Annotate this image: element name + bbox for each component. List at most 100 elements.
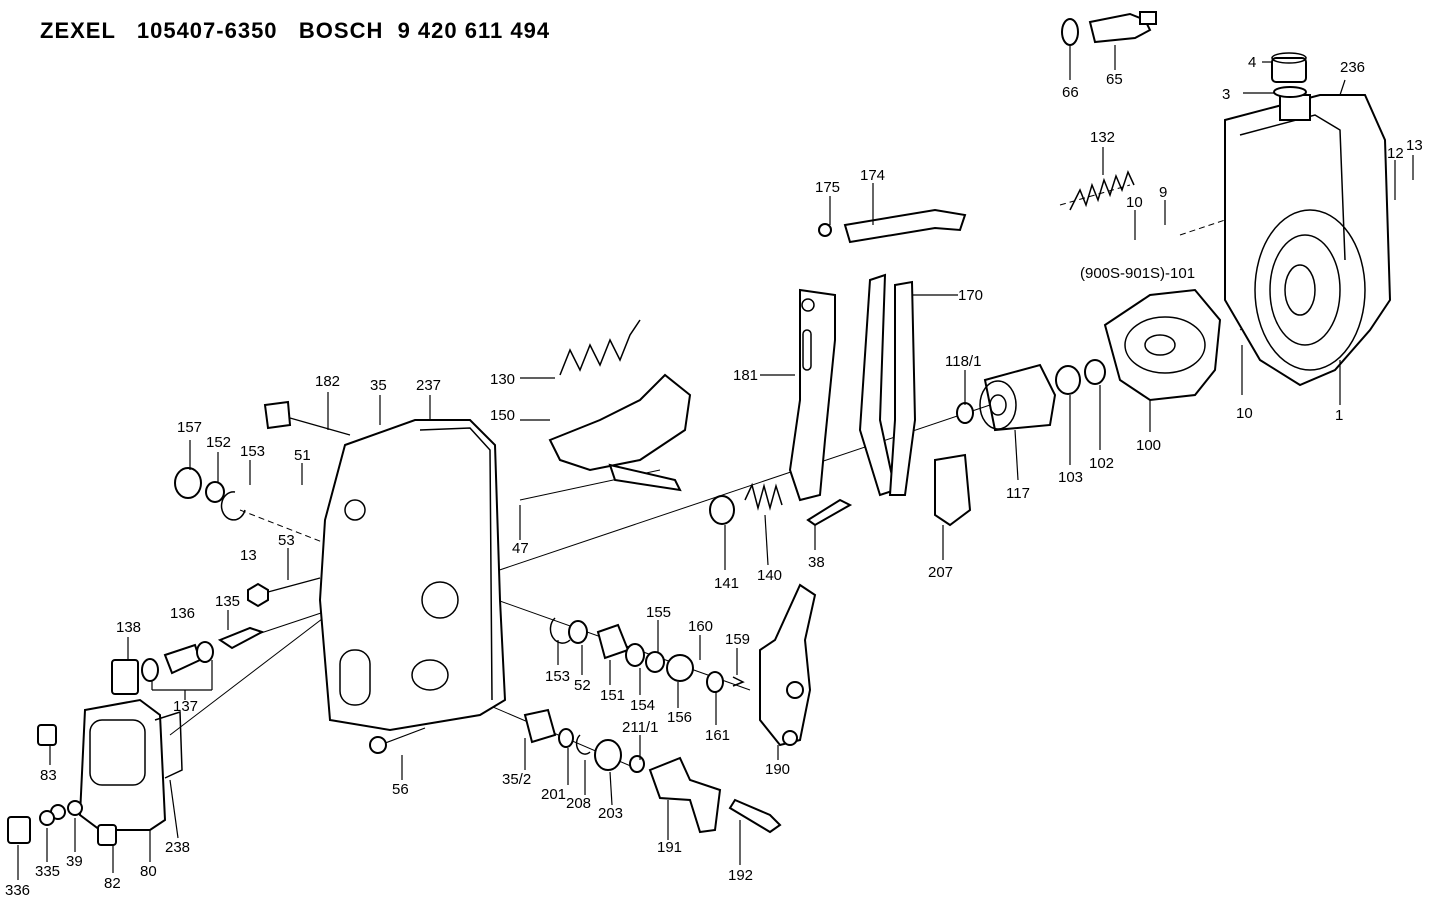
- bolt-56: [369, 727, 426, 754]
- diagram-header: ZEXEL 105407-6350 BOSCH 9 420 611 494: [40, 18, 550, 44]
- callout-190: 190: [765, 761, 790, 778]
- callout-154: 154: [630, 697, 655, 714]
- callout-159: 159: [725, 631, 750, 648]
- callout-38: 38: [808, 554, 825, 571]
- callout-118-1: 118/1: [945, 353, 981, 370]
- link-174: [818, 208, 967, 244]
- callout-83: 83: [40, 767, 57, 784]
- callout-335: 335: [35, 863, 60, 880]
- callout-1: 1: [1335, 407, 1343, 424]
- callout-150: 150: [490, 407, 515, 424]
- callout-138: 138: [116, 619, 141, 636]
- bolts-83-82-336: [7, 724, 117, 846]
- callout-182: 182: [315, 373, 340, 390]
- bosch-part-number: 9 420 611 494: [397, 18, 551, 43]
- callout-4: 4: [1248, 54, 1256, 71]
- spring-132: [1069, 169, 1135, 211]
- lever-shaft-150: [548, 373, 692, 492]
- bolt-53: [217, 577, 321, 650]
- callout-103: 103: [1058, 469, 1083, 486]
- brand-zexel: ZEXEL: [40, 18, 116, 43]
- callout-161: 161: [705, 727, 730, 744]
- callout-170: 170: [958, 287, 983, 304]
- bearing-103-washer-102: [1055, 359, 1106, 395]
- callout-13-left: 13: [240, 547, 257, 564]
- callout-13-top: 13: [1406, 137, 1423, 154]
- callout-80: 80: [140, 863, 157, 880]
- callout-117: 117: [1006, 485, 1030, 502]
- callout-208: 208: [566, 795, 591, 812]
- callout-174: 174: [860, 167, 885, 184]
- lever-190: [759, 583, 817, 747]
- shaft-parts-151-161: [549, 617, 745, 693]
- callout-160: 160: [688, 618, 713, 635]
- callout-153-top: 153: [240, 443, 265, 460]
- callout-10-top: 10: [1126, 194, 1143, 211]
- zexel-part-number: 105407-6350: [136, 18, 278, 43]
- callout-65: 65: [1106, 71, 1123, 88]
- callout-52: 52: [574, 677, 591, 694]
- callout-207: 207: [928, 564, 953, 581]
- callout-238: 238: [165, 839, 190, 856]
- callout-66: 66: [1062, 84, 1079, 101]
- lever-170: [858, 273, 917, 497]
- brand-bosch: BOSCH: [298, 18, 384, 43]
- callout-56: 56: [392, 781, 409, 798]
- callout-82: 82: [104, 875, 121, 892]
- callout-191: 191: [657, 839, 682, 856]
- spring-140: [709, 482, 853, 527]
- callout-9: 9: [1159, 184, 1167, 201]
- callout-132: 132: [1090, 129, 1115, 146]
- callout-201: 201: [541, 786, 566, 803]
- callout-137: 137: [173, 698, 198, 715]
- callout-192: 192: [728, 867, 753, 884]
- governor-housing-35: [318, 419, 507, 732]
- lever-181: [788, 288, 836, 502]
- callout-51: 51: [294, 447, 311, 464]
- callout-102: 102: [1089, 455, 1114, 472]
- callout-130: 130: [490, 371, 515, 388]
- callout-labels: 66 65 4 3 236 12 13 132 9 10 (900S-901S)…: [5, 54, 1423, 899]
- lever-191: [648, 756, 782, 834]
- callout-100: 100: [1136, 437, 1161, 454]
- leader-lines: [17, 45, 1414, 880]
- governor-housing-right: [1224, 94, 1392, 387]
- callout-237: 237: [416, 377, 441, 394]
- callout-35: 35: [370, 377, 387, 394]
- plug-4: [1271, 52, 1307, 98]
- callout-203: 203: [598, 805, 623, 822]
- cap-138: [111, 641, 214, 695]
- callout-135: 135: [215, 593, 240, 610]
- cover-80: [50, 698, 183, 831]
- callout-140: 140: [757, 567, 782, 584]
- callout-47: 47: [512, 540, 529, 557]
- spring-130: [559, 319, 641, 376]
- callout-152-top: 152: [206, 434, 231, 451]
- flyweight-100: [1103, 288, 1222, 402]
- callout-236: 236: [1340, 59, 1365, 76]
- callout-35-2: 35/2: [502, 771, 531, 788]
- callout-181: 181: [733, 367, 758, 384]
- callout-211-1: 211/1: [622, 719, 658, 736]
- fitting-group-35-2: [523, 708, 645, 773]
- callout-12: 12: [1387, 145, 1404, 162]
- callout-156: 156: [667, 709, 692, 726]
- callout-141: 141: [714, 575, 739, 592]
- callout-151: 151: [600, 687, 625, 704]
- sleeve-117: [956, 363, 1057, 432]
- callout-155: 155: [646, 604, 671, 621]
- callout-900s-101: (900S-901S)-101: [1080, 265, 1195, 282]
- fitting-65: [1061, 11, 1157, 46]
- callout-39: 39: [66, 853, 83, 870]
- callout-157: 157: [177, 419, 202, 436]
- callout-336: 336: [5, 882, 30, 899]
- block-207: [934, 453, 972, 527]
- bolt-182: [263, 400, 351, 436]
- callout-3: 3: [1222, 86, 1230, 103]
- callout-53: 53: [278, 532, 295, 549]
- callout-136: 136: [170, 605, 195, 622]
- callout-175: 175: [815, 179, 840, 196]
- callout-10-bottom: 10: [1236, 405, 1253, 422]
- callout-153-bottom: 153: [545, 668, 570, 685]
